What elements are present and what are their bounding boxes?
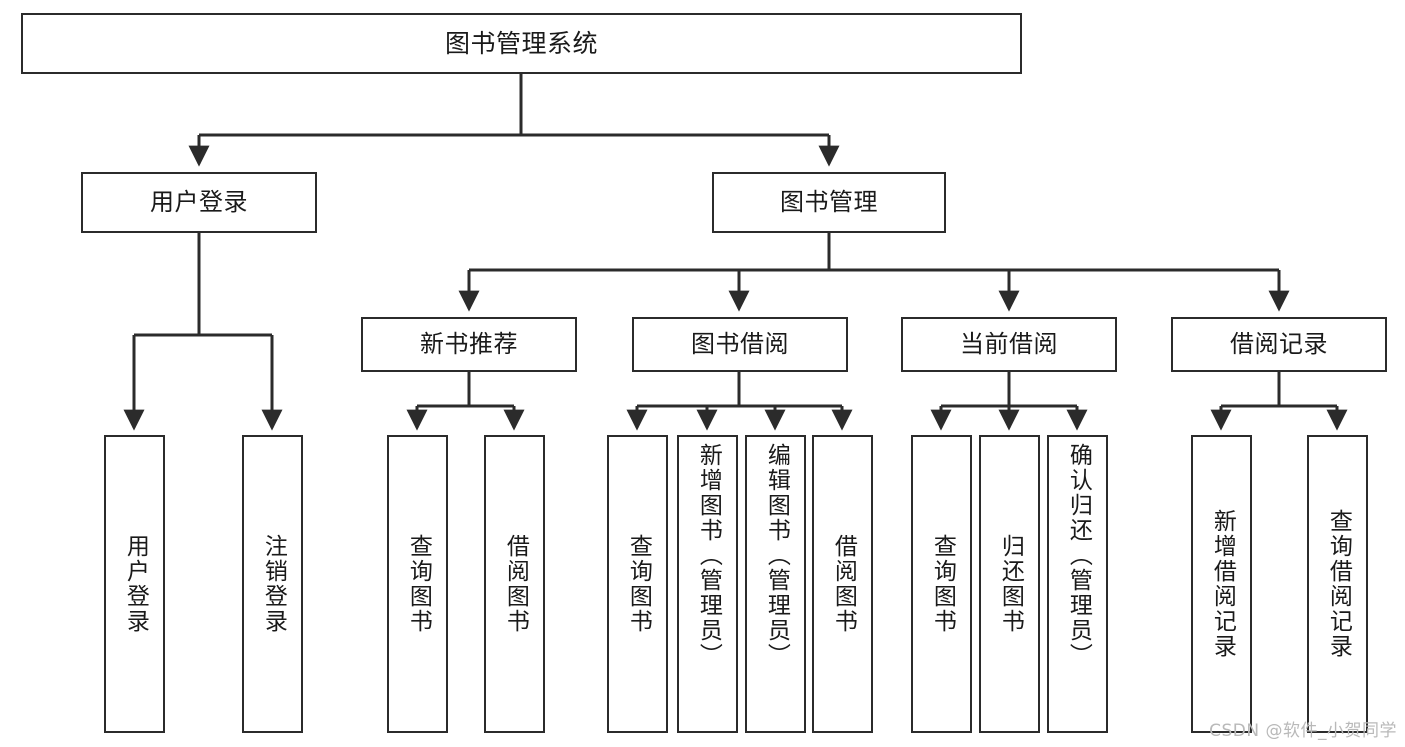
watermark-csdn: CSDN @软件_小贺同学 [1209, 721, 1397, 741]
leaf-new-book-borrow-books[interactable]: 借阅图书 [484, 435, 545, 733]
leaf-borrow-add-book-admin[interactable]: 新增图书（管理员） [677, 435, 738, 733]
node-label: 用户登录 [150, 188, 248, 217]
leaf-user-login-signout[interactable]: 注销登录 [242, 435, 303, 733]
node-book-borrowing[interactable]: 图书借阅 [632, 317, 848, 372]
node-label: 查询图书 [929, 534, 956, 634]
leaf-borrow-edit-book-admin[interactable]: 编辑图书（管理员） [745, 435, 806, 733]
node-borrowing-record[interactable]: 借阅记录 [1171, 317, 1387, 372]
node-label: 归还图书 [997, 534, 1024, 634]
node-label: 新增图书（管理员） [695, 443, 722, 668]
leaf-current-confirm-return-admin[interactable]: 确认归还（管理员） [1047, 435, 1108, 733]
node-label: 注销登录 [260, 534, 287, 634]
node-book-management[interactable]: 图书管理 [712, 172, 946, 233]
node-current-borrowing[interactable]: 当前借阅 [901, 317, 1117, 372]
leaf-current-return-books[interactable]: 归还图书 [979, 435, 1040, 733]
leaf-borrow-borrow-books[interactable]: 借阅图书 [812, 435, 873, 733]
leaf-record-query-borrow-record[interactable]: 查询借阅记录 [1307, 435, 1368, 733]
node-label: 图书管理 [780, 188, 878, 217]
node-label: 确认归还（管理员） [1065, 443, 1092, 668]
node-root-book-management-system[interactable]: 图书管理系统 [21, 13, 1022, 74]
leaf-user-login-signin[interactable]: 用户登录 [104, 435, 165, 733]
node-label: 图书借阅 [691, 330, 789, 359]
node-label: 借阅图书 [830, 534, 857, 634]
node-label: 用户登录 [122, 534, 149, 634]
node-label: 查询图书 [405, 534, 432, 634]
leaf-current-query-books[interactable]: 查询图书 [911, 435, 972, 733]
node-label: 借阅记录 [1230, 330, 1328, 359]
node-label: 新增借阅记录 [1209, 509, 1236, 659]
node-new-book-recommendation[interactable]: 新书推荐 [361, 317, 577, 372]
node-label: 查询图书 [625, 534, 652, 634]
leaf-record-add-borrow-record[interactable]: 新增借阅记录 [1191, 435, 1252, 733]
node-label: 图书管理系统 [444, 28, 598, 58]
node-label: 当前借阅 [960, 330, 1058, 359]
node-user-login[interactable]: 用户登录 [81, 172, 317, 233]
node-label: 编辑图书（管理员） [763, 443, 790, 668]
leaf-borrow-query-books[interactable]: 查询图书 [607, 435, 668, 733]
node-label: 查询借阅记录 [1325, 509, 1352, 659]
node-label: 新书推荐 [420, 330, 518, 359]
leaf-new-book-query-books[interactable]: 查询图书 [387, 435, 448, 733]
node-label: 借阅图书 [502, 534, 529, 634]
